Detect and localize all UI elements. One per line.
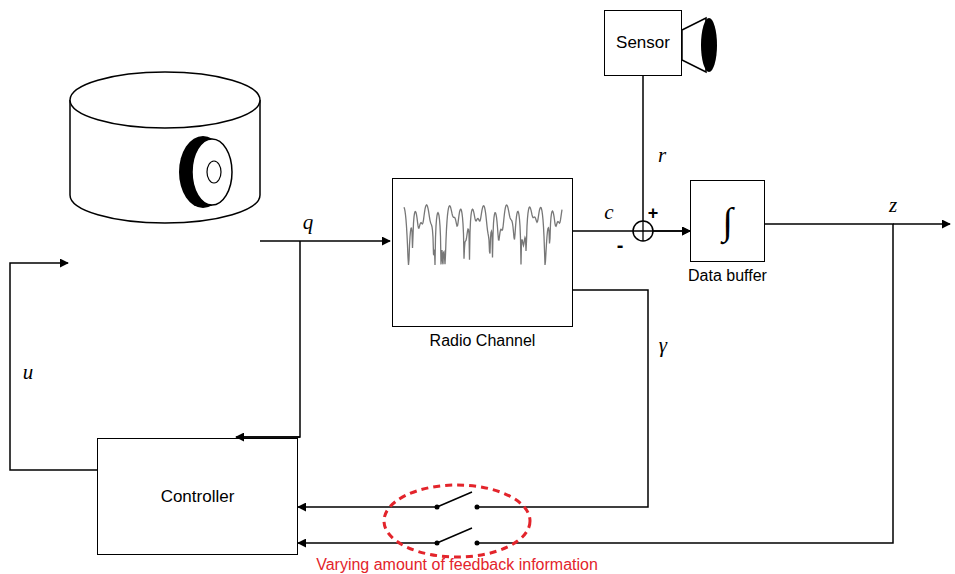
signal-arrow <box>298 224 893 543</box>
signal-name: c <box>604 200 613 225</box>
switch-symbol <box>435 490 480 550</box>
signal-wires <box>10 224 950 470</box>
signal-arrow <box>298 290 648 507</box>
block-label: Sensor <box>616 33 670 53</box>
block-label: Controller <box>161 487 235 507</box>
signal-name: q <box>303 210 314 235</box>
block-caption: Data buffer <box>688 267 767 285</box>
sign-mark: - <box>617 234 624 257</box>
block-box: ∫Data buffer <box>690 180 765 262</box>
signal-name: r <box>658 143 666 168</box>
signal-arrow <box>643 76 690 231</box>
sign-mark: + <box>648 203 659 224</box>
block-label: ∫ <box>722 199 732 243</box>
signal-name: γ <box>659 333 667 358</box>
block-box: Radio Channel <box>392 178 573 327</box>
camera-lens <box>682 18 717 72</box>
block-box: Controller <box>97 438 298 555</box>
robot-illustration <box>70 72 260 223</box>
fading-plot <box>404 205 562 265</box>
summing-junction <box>633 221 653 241</box>
block-caption: Radio Channel <box>430 332 536 350</box>
block-box: Sensor <box>604 10 682 76</box>
signal-name: u <box>23 360 34 385</box>
annotation-note: Varying amount of feedback information <box>316 556 598 574</box>
highlight-ellipse <box>384 485 530 557</box>
signal-name: z <box>889 193 897 218</box>
